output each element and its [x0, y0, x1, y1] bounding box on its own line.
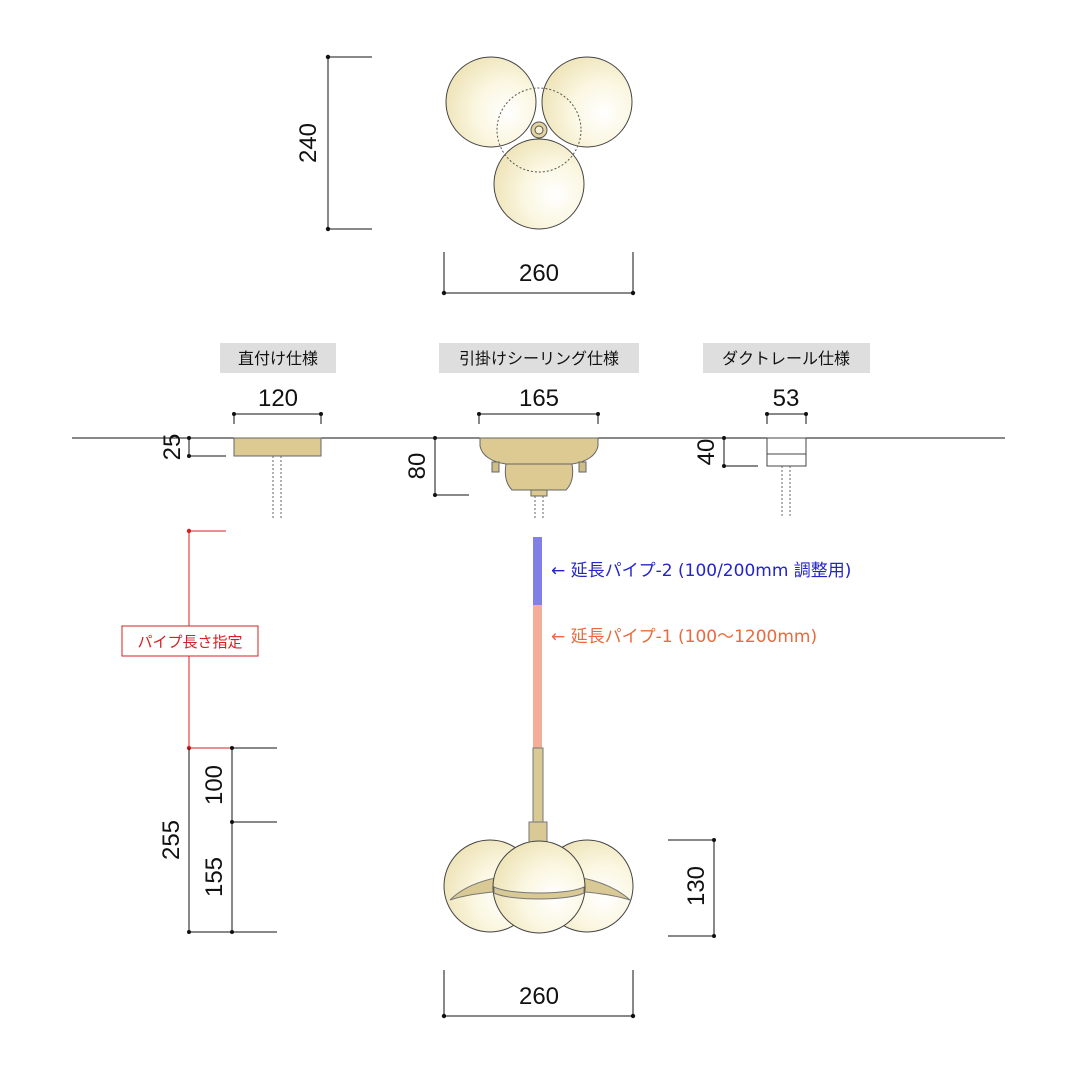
spec-label-ceiling: 引掛けシーリング仕様	[459, 349, 619, 368]
ceiling-width-label: 165	[519, 385, 559, 412]
spec-label-bg-ceiling	[439, 343, 639, 373]
pipe-length-indicator: パイプ長さ指定	[121, 528, 259, 751]
direct-canopy	[233, 437, 322, 457]
side-globe-front	[492, 840, 586, 934]
ceiling-screw-right	[578, 461, 587, 473]
direct-height-dimension: 25	[159, 434, 226, 461]
top-center-hub-inner	[534, 125, 544, 135]
side-front-collar	[493, 886, 585, 900]
side-left-dimensions: 255 100 155	[158, 746, 277, 934]
rail-height-dimension: 40	[693, 436, 758, 468]
globe-height-dimension: 130	[668, 838, 716, 938]
extension-pipes: ← 延長パイプ-2 (100/200mm 調整用) ← 延長パイプ-1 (100…	[533, 537, 851, 748]
direct-width-dimension: 120	[232, 385, 323, 424]
ceiling-hook-spec: 165 80	[404, 385, 600, 518]
ceiling-height-dimension: 80	[404, 436, 469, 497]
upper-length-label: 100	[201, 765, 228, 805]
spec-label-bg-direct	[220, 343, 336, 373]
top-width-dimension: 260	[441, 252, 636, 296]
extension-pipe-2	[533, 537, 542, 605]
extension-pipe-2-label: ← 延長パイプ-2 (100/200mm 調整用)	[551, 561, 851, 581]
top-canopy-outline-dotted	[496, 87, 582, 173]
total-length-label: 255	[158, 820, 185, 860]
pipe-length-label-box	[121, 625, 259, 657]
ceiling-height-label: 80	[404, 453, 431, 480]
spec-labels: 直付け仕様 引掛けシーリング仕様 ダクトレール仕様	[220, 343, 870, 373]
extension-pipe-1	[533, 605, 542, 748]
side-width-dimension: 260	[441, 970, 636, 1019]
duct-rail-spec: 53 40	[693, 385, 808, 518]
top-view: 240 260	[295, 54, 636, 296]
pipe-length-label: パイプ長さ指定	[137, 633, 242, 651]
ceiling-width-dimension: 165	[477, 385, 600, 424]
rail-height-label: 40	[693, 439, 720, 466]
side-view: 255 100 155 130 260	[158, 746, 716, 1019]
ceiling-canopy-lower	[504, 463, 574, 491]
rail-adapter-base	[766, 453, 807, 467]
spec-label-rail: ダクトレール仕様	[722, 349, 850, 368]
top-globe-bottom	[493, 138, 585, 230]
top-globe-left	[445, 56, 537, 148]
body-pipe	[532, 747, 544, 823]
lower-length-label: 155	[201, 857, 228, 897]
spec-label-direct: 直付け仕様	[238, 349, 318, 368]
extension-pipe-1-label: ← 延長パイプ-1 (100～1200mm)	[551, 627, 817, 647]
ceiling-canopy-upper	[479, 437, 599, 465]
rail-width-dimension: 53	[765, 385, 808, 424]
ceiling-screw-left	[491, 461, 500, 473]
ceiling-pipe-joint	[530, 489, 548, 497]
rail-width-label: 53	[773, 385, 800, 412]
top-height-label: 240	[295, 123, 322, 163]
globe-height-label: 130	[683, 866, 710, 906]
direct-width-label: 120	[258, 385, 298, 412]
direct-mount-spec: 120 25	[159, 385, 323, 518]
top-width-label: 260	[519, 260, 559, 287]
top-globe-right	[541, 56, 633, 148]
rail-adapter-body	[766, 437, 807, 455]
top-height-dimension: 240	[295, 54, 372, 232]
side-width-label: 260	[519, 983, 559, 1010]
direct-height-label: 25	[159, 434, 186, 461]
spec-label-bg-rail	[703, 343, 870, 373]
